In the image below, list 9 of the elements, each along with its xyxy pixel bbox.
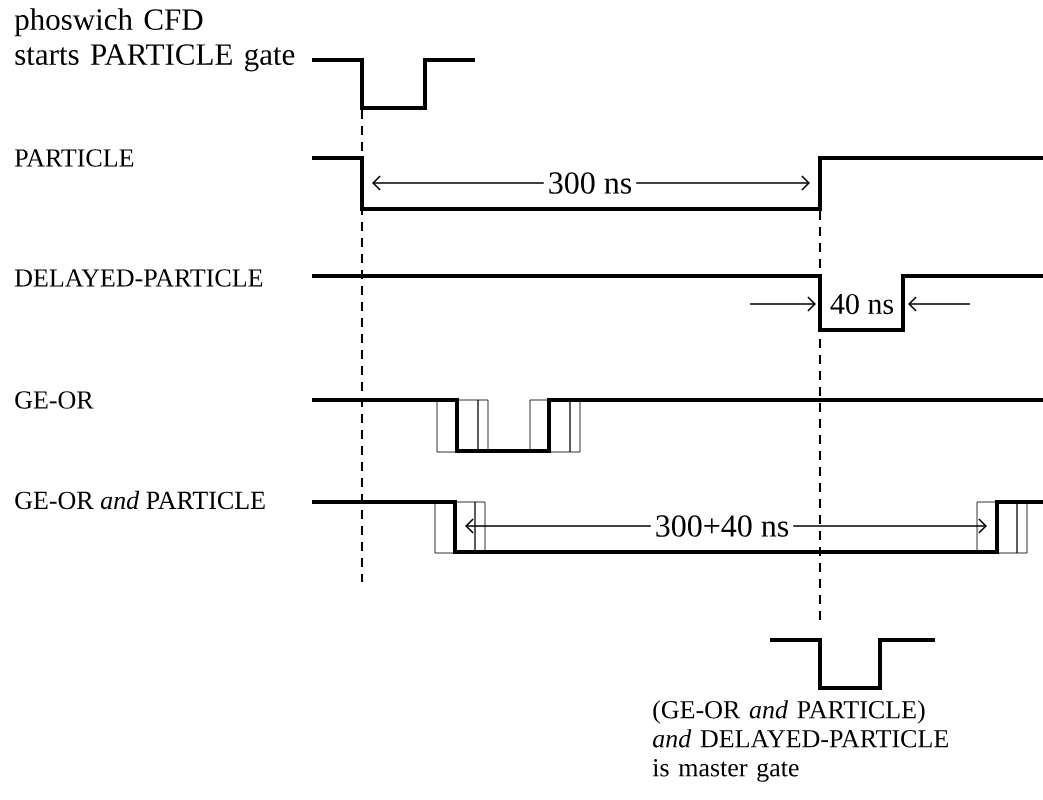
signal-label: GE-OR (15, 391, 94, 409)
signal-label: phoswich CFD starts PARTICLE gate (14, 8, 295, 72)
duration-label: 40 ns (830, 293, 893, 315)
signal-label: DELAYED-PARTICLE (14, 269, 263, 287)
duration-label: 300+40 ns (656, 515, 789, 537)
duration-label: 300 ns (549, 172, 632, 194)
signal-label: PARTICLE (14, 149, 134, 167)
gate-label: (GE-OR and PARTICLE) and DELAYED-PARTICLE is master gate (652, 700, 948, 782)
signal-label: GE-OR and PARTICLE (15, 490, 265, 510)
